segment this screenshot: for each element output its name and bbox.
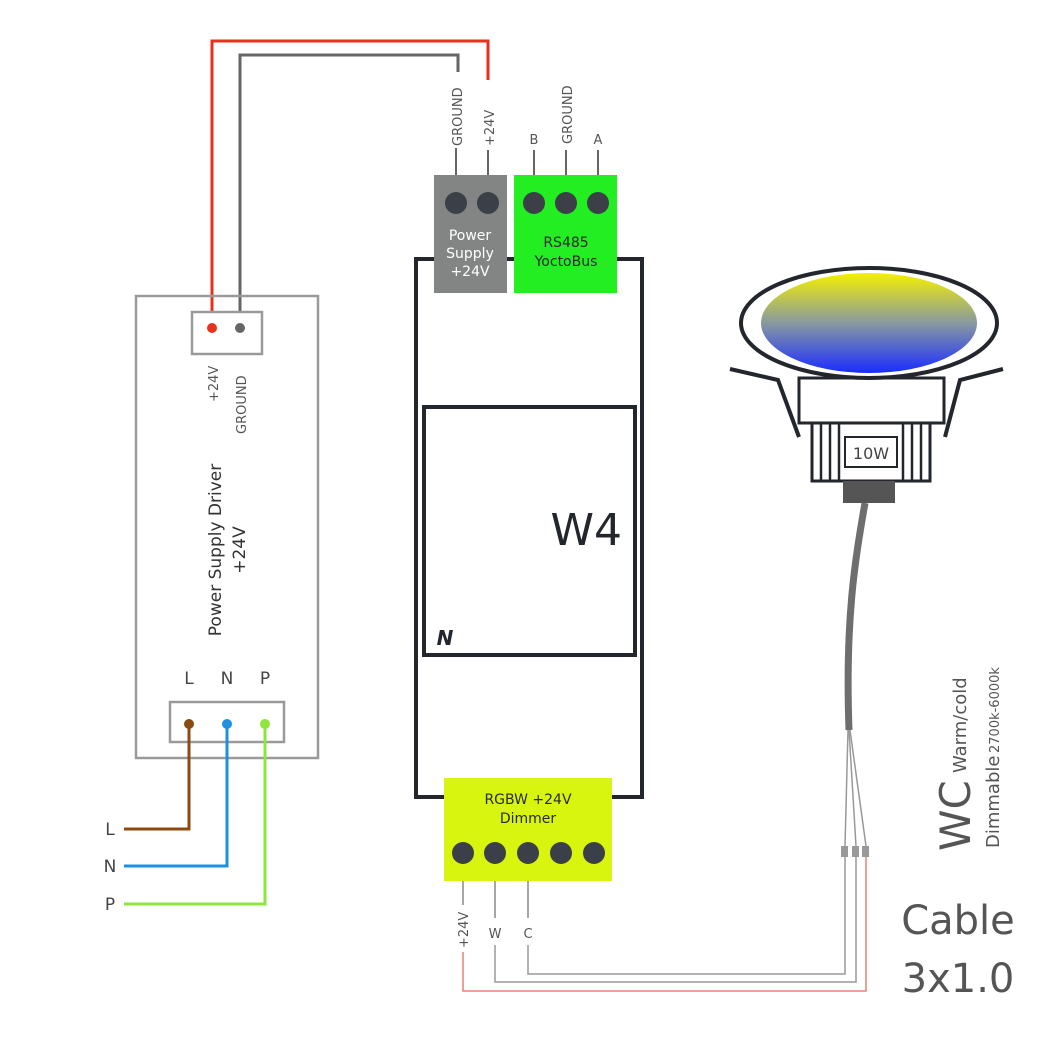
rs485-screw-3: [587, 192, 609, 214]
dimmer-pin-label-w: W: [489, 927, 502, 942]
wire-ground-top: [238, 53, 460, 328]
power-block-line2: Supply: [446, 246, 494, 262]
lamp-heatsink: [810, 421, 932, 483]
cable-label: Cable 3x1.0: [901, 898, 1015, 1002]
power-block-line3: +24V: [450, 264, 490, 280]
lamp-lead-cable: [844, 502, 869, 731]
rs485-pin-label-ground: GROUND: [561, 85, 576, 144]
lamp-description: WC Warm/cold Dimmable 2700k-6000k: [931, 667, 1004, 851]
driver-output-terminal: [190, 310, 264, 356]
power-supply-driver: +24V GROUND Power Supply Driver +24V L N…: [134, 294, 320, 760]
driver-in-label-p: P: [260, 669, 270, 689]
wire-l: [124, 724, 191, 831]
rs485-pin-label-b: B: [530, 133, 539, 148]
driver-24v-pin: [207, 323, 217, 333]
power-pin-label-ground: GROUND: [451, 87, 466, 146]
power-block-line1: Power: [449, 228, 492, 244]
cable-ferrule-2: [852, 846, 859, 857]
cable-wire-c: [527, 856, 846, 975]
dimmer-block-line1: RGBW +24V: [484, 792, 572, 808]
mains-label-l: L: [105, 820, 115, 840]
wire-24v-top: [210, 39, 490, 328]
mains-wires: L N P: [104, 724, 267, 915]
lamp-body: [797, 376, 946, 425]
lamp-power-label: 10W: [853, 444, 889, 463]
cable-ferrule-1: [841, 846, 848, 857]
w4-module: W4 N: [414, 257, 644, 799]
dimmer-screw-1: [452, 842, 474, 864]
module-face: [422, 405, 637, 657]
lamp-cable: [462, 502, 869, 992]
dimmer-screw-5: [583, 842, 605, 864]
driver-out-label-ground: GROUND: [235, 375, 250, 434]
power-supply-block: GROUND +24V Power Supply +24V: [434, 87, 507, 293]
lamp-color-range: 2700k-6000k: [988, 667, 1003, 753]
dimmer-block-line2: Dimmer: [500, 811, 557, 827]
wire-p: [124, 724, 267, 906]
lamp-clip-right: [943, 367, 1004, 438]
driver-in-label-l: L: [184, 669, 194, 689]
dimmer-screw-2: [484, 842, 506, 864]
driver-ground-pin: [235, 323, 245, 333]
brand-logo-icon: N: [437, 626, 454, 650]
driver-out-label-24v: +24V: [207, 366, 222, 402]
rs485-block: B GROUND A RS485 YoctoBus: [514, 85, 617, 293]
dimmer-block: RGBW +24V Dimmer +24V W C: [444, 778, 612, 948]
lamp-power-tag: [844, 436, 898, 468]
dimmer-pin-label-c: C: [523, 927, 532, 942]
driver-title-line2: +24V: [230, 526, 250, 574]
svg-text:N: N: [437, 626, 454, 650]
led-spot-lamp: 10W: [729, 266, 1004, 503]
cable-label-line2: 3x1.0: [902, 956, 1015, 1002]
lamp-lens: [761, 273, 977, 373]
lamp-desc-line1: Warm/cold: [950, 677, 971, 773]
mains-label-n: N: [104, 857, 117, 877]
module-name: W4: [551, 505, 623, 556]
driver-in-label-n: N: [221, 669, 234, 689]
lamp-brand: WC: [931, 780, 980, 851]
cable-wire-w: [494, 856, 857, 983]
lamp-cable-gland: [843, 481, 895, 503]
lamp-desc-line2: Dimmable: [983, 756, 1004, 848]
rs485-screw-1: [523, 192, 545, 214]
driver-title-line1: Power Supply Driver: [206, 464, 226, 636]
dimmer-pin-label-24v: +24V: [457, 912, 472, 948]
power-pin-label-24v: +24V: [483, 110, 498, 146]
wire-n: [124, 724, 229, 868]
rs485-block-line2: YoctoBus: [534, 254, 598, 270]
power-screw-1: [445, 192, 467, 214]
power-screw-2: [477, 192, 499, 214]
mains-label-p: P: [105, 895, 115, 915]
rs485-screw-2: [555, 192, 577, 214]
rs485-block-line1: RS485: [543, 235, 588, 251]
cable-wire-24v: [462, 856, 867, 992]
lamp-clip-left: [729, 367, 801, 438]
cable-label-line1: Cable: [901, 898, 1015, 944]
cable-ferrule-3: [862, 846, 869, 857]
rs485-pin-label-a: A: [594, 133, 603, 148]
dimmer-screw-4: [550, 842, 572, 864]
dimmer-screw-3: [517, 842, 539, 864]
